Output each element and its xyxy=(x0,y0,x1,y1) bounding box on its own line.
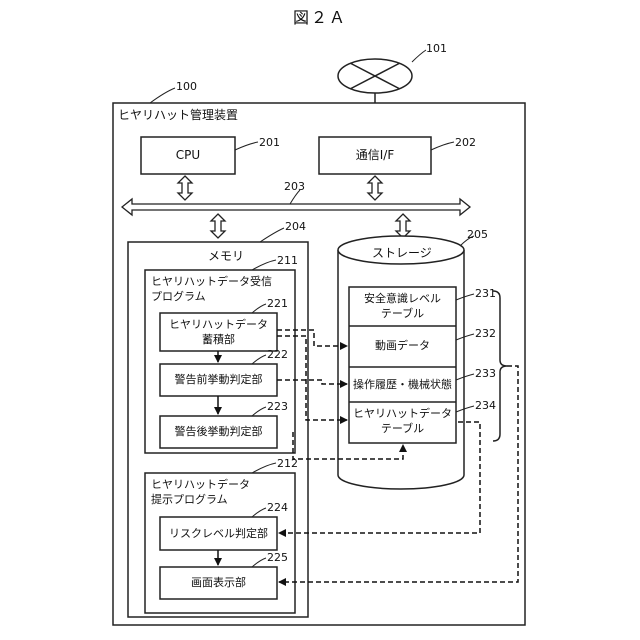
unit-223-ref: 223 xyxy=(267,400,288,413)
unit-221-ref: 221 xyxy=(267,297,288,310)
memory-label: メモリ xyxy=(208,249,244,263)
cpu-label: CPU xyxy=(141,148,235,162)
table-234-line1: ヒヤリハットデータ xyxy=(349,407,456,421)
table-231-ref: 231 xyxy=(475,287,496,300)
program2-label-line2: 提示プログラム xyxy=(151,493,228,507)
unit-222-ref: 222 xyxy=(267,348,288,361)
table-234-ref: 234 xyxy=(475,399,496,412)
unit-223-label: 警告後挙動判定部 xyxy=(160,425,277,439)
program2-ref: 212 xyxy=(277,457,298,470)
unit-222-label: 警告前挙動判定部 xyxy=(160,373,277,387)
cpu-ref: 201 xyxy=(259,136,280,149)
unit-225-label: 画面表示部 xyxy=(160,576,277,590)
storage-ref: 205 xyxy=(467,228,488,241)
figure-title: 図２Ａ xyxy=(270,8,370,28)
comm-ref: 202 xyxy=(455,136,476,149)
storage-label: ストレージ xyxy=(372,246,432,260)
device-ref: 100 xyxy=(176,80,197,93)
program1-label-line1: ヒヤリハットデータ受信 xyxy=(151,275,272,289)
table-231-line1: 安全意識レベル xyxy=(349,292,456,306)
network-ref: 101 xyxy=(426,42,447,55)
device-label: ヒヤリハット管理装置 xyxy=(118,108,238,122)
unit-224-label: リスクレベル判定部 xyxy=(160,527,277,541)
program1-label-line2: プログラム xyxy=(151,290,206,304)
unit-224-ref: 224 xyxy=(267,501,288,514)
leader-100 xyxy=(150,88,175,103)
unit-221-line1: ヒヤリハットデータ xyxy=(160,318,277,332)
unit-225-ref: 225 xyxy=(267,551,288,564)
program2-label-line1: ヒヤリハットデータ xyxy=(151,478,250,492)
leader-101 xyxy=(412,50,426,62)
table-233-label: 操作履歴・機械状態 xyxy=(349,378,456,392)
table-232-ref: 232 xyxy=(475,327,496,340)
table-233-ref: 233 xyxy=(475,367,496,380)
brace xyxy=(493,291,507,441)
table-232-label: 動画データ xyxy=(349,339,456,353)
comm-label: 通信I/F xyxy=(319,148,431,162)
table-231-line2: テーブル xyxy=(349,307,456,321)
table-234-line2: テーブル xyxy=(349,422,456,436)
bus-ref: 203 xyxy=(284,180,305,193)
unit-221-line2: 蓄積部 xyxy=(160,333,277,347)
program1-ref: 211 xyxy=(277,254,298,267)
memory-ref: 204 xyxy=(285,220,306,233)
network-symbol xyxy=(338,59,412,103)
